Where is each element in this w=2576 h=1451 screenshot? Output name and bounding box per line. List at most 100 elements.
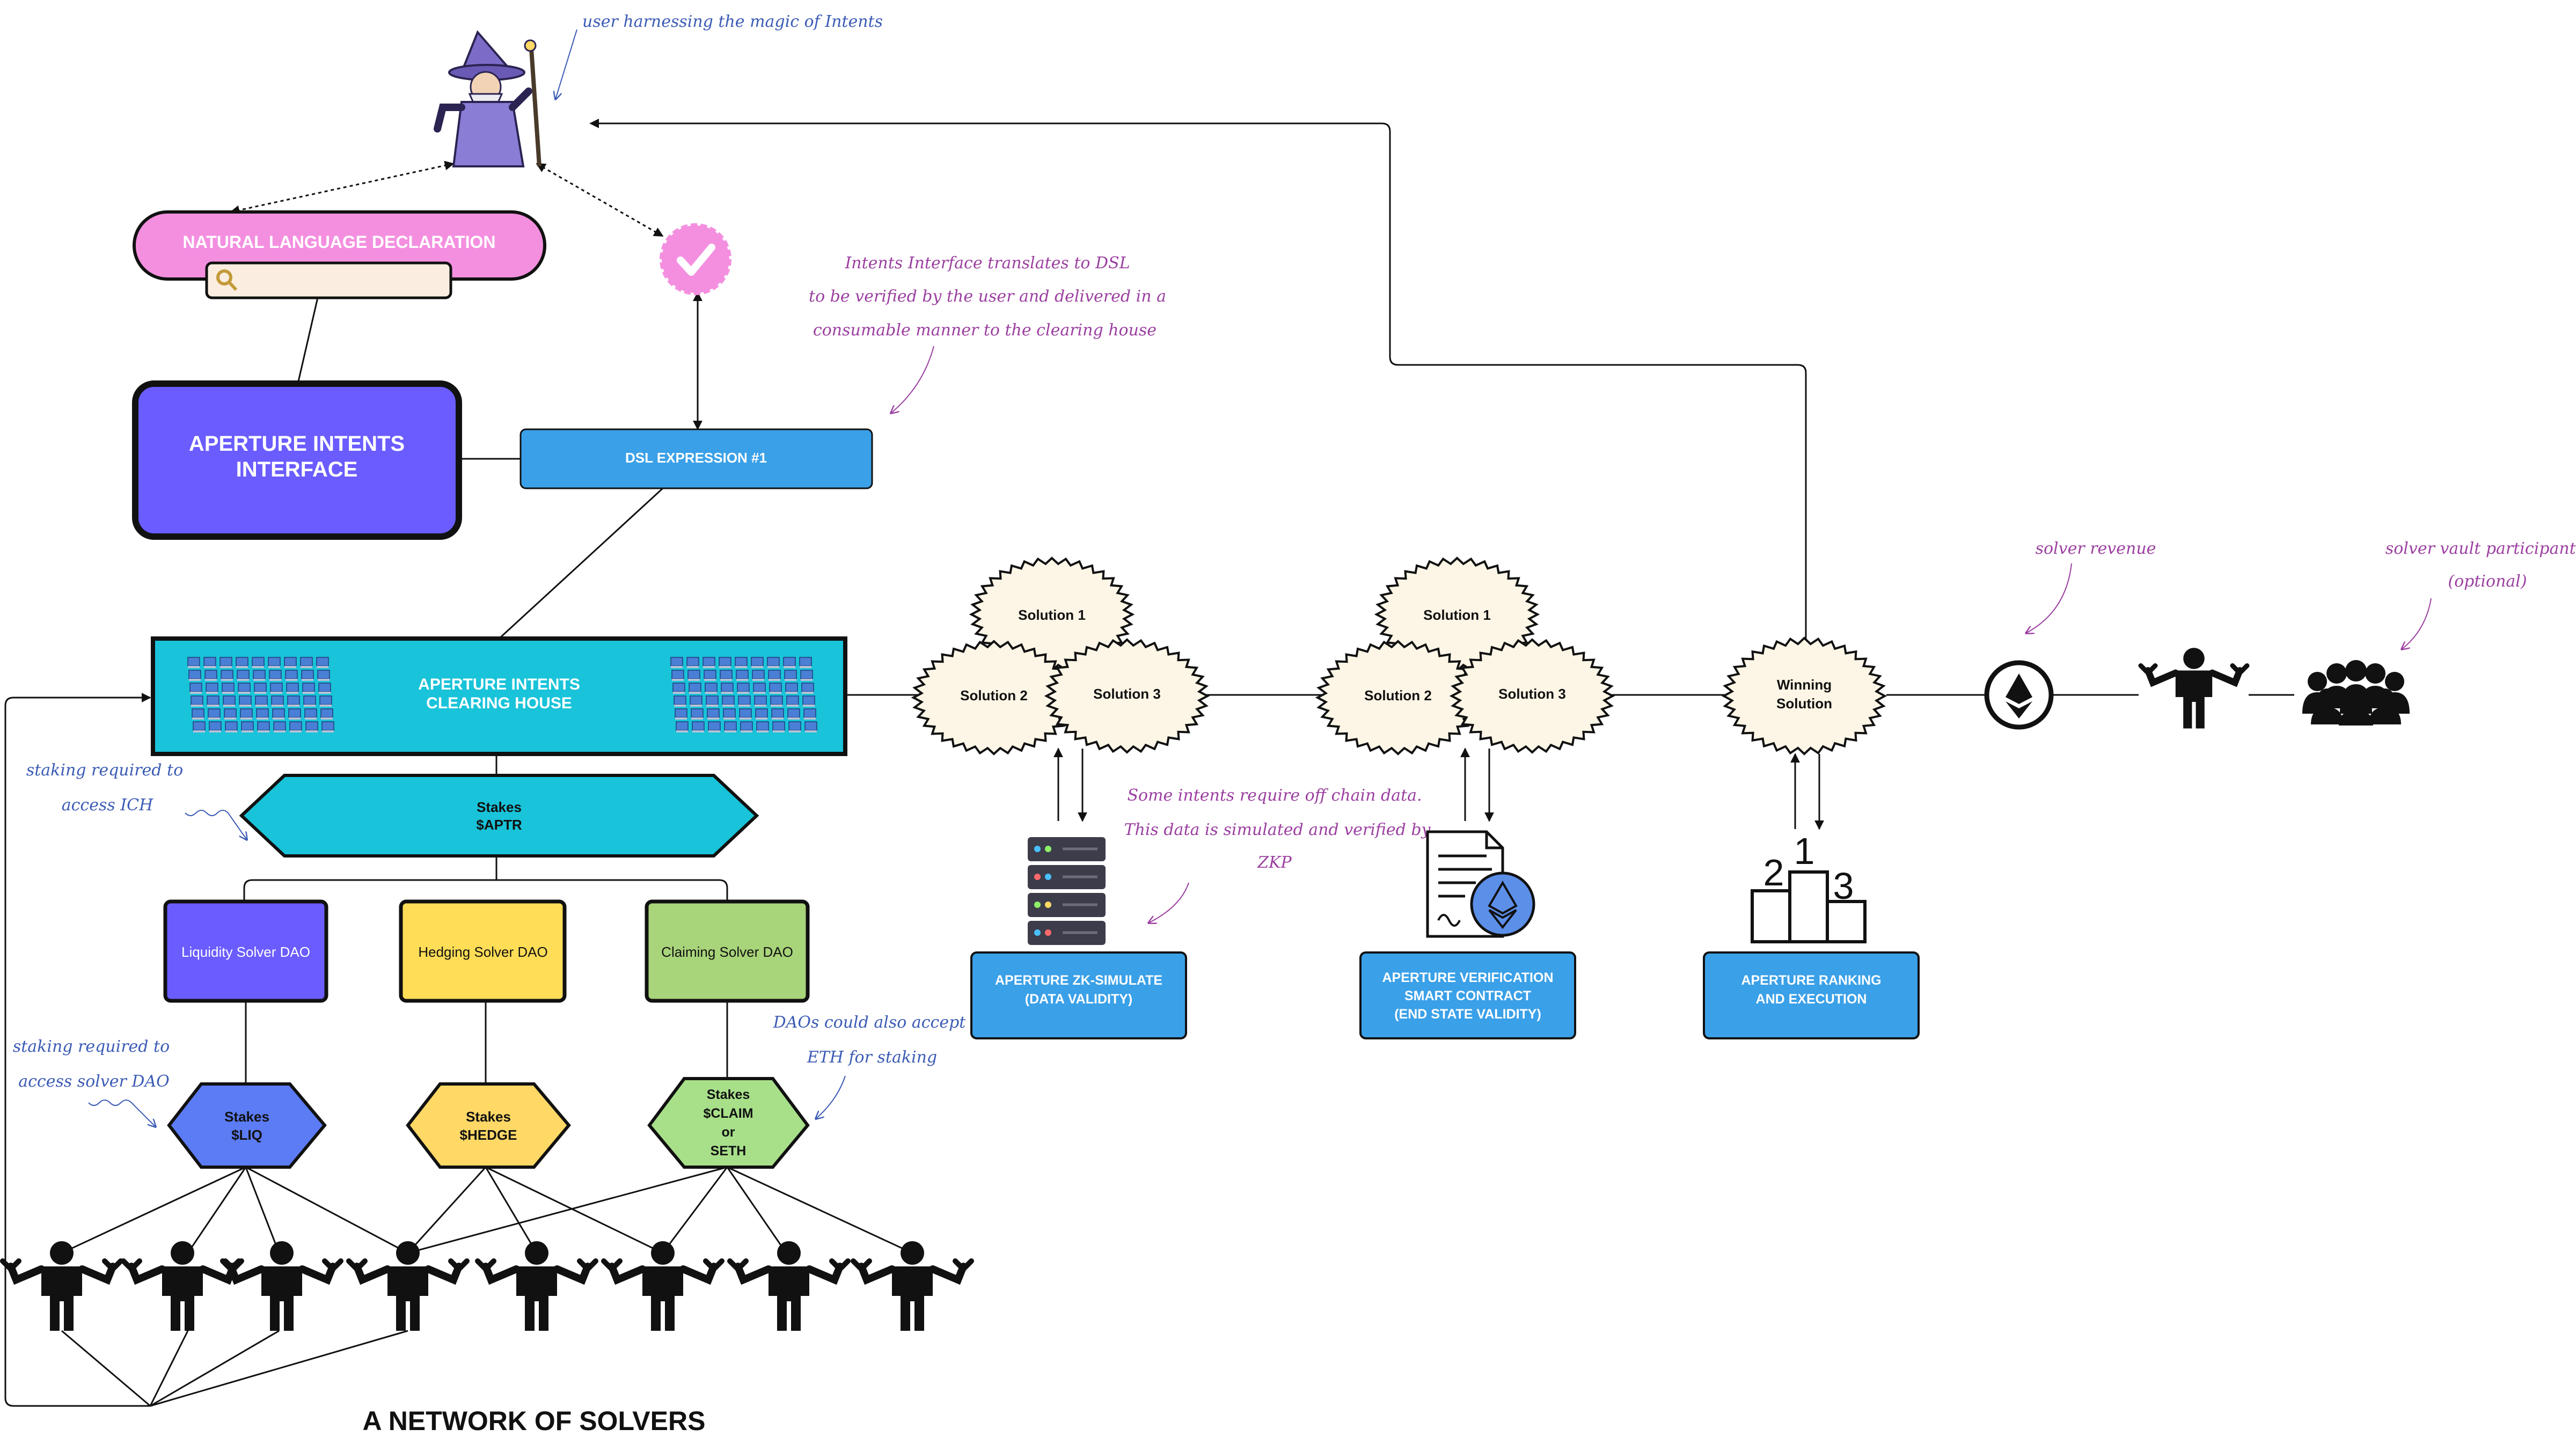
svg-text:3: 3 (1833, 865, 1854, 907)
solution-1-label: Solution 1 (1018, 607, 1086, 623)
svg-text:or: or (722, 1125, 735, 1140)
svg-text:APERTURE INTENTS: APERTURE INTENTS (418, 676, 580, 693)
svg-text:Stakes: Stakes (707, 1087, 750, 1102)
svg-text:ZKP: ZKP (1257, 853, 1292, 872)
svg-text:solver revenue: solver revenue (2036, 539, 2156, 558)
network-of-solvers-title: A NETWORK OF SOLVERS (363, 1406, 706, 1436)
ethereum-icon (1984, 660, 2054, 730)
svg-text:Winning: Winning (1777, 677, 1832, 693)
solver-person-icon (3, 1241, 121, 1331)
svg-text:(DATA VALIDITY): (DATA VALIDITY) (1025, 992, 1132, 1007)
dsl-note: Intents Interface translates to DSL to b… (809, 254, 1166, 413)
solver-person-icon (123, 1241, 241, 1331)
solver-person-icon (223, 1241, 341, 1331)
svg-text:Claiming Solver DAO: Claiming Solver DAO (661, 944, 793, 960)
svg-text:Stakes: Stakes (466, 1109, 511, 1125)
solution-2-label: Solution 2 (960, 687, 1028, 703)
server-rack-icon (1028, 837, 1106, 945)
svg-text:user harnessing the magic of I: user harnessing the magic of Intents (582, 12, 883, 31)
svg-text:access solver DAO: access solver DAO (18, 1072, 170, 1091)
solution-3-label: Solution 3 (1093, 686, 1161, 702)
claiming-solver-dao: Claiming Solver DAO (645, 899, 810, 1003)
svg-text:Some intents require off chain: Some intents require off chain data. (1127, 786, 1422, 805)
svg-text:Liquidity Solver DAO: Liquidity Solver DAO (181, 944, 310, 960)
svg-text:APERTURE VERIFICATION: APERTURE VERIFICATION (1382, 970, 1554, 985)
vault-participants-note: solver vault participants (optional) (2385, 539, 2576, 649)
solution-cluster-2: Solution 1 Solution 2 Solution 3 (1315, 556, 1615, 756)
svg-text:INTERFACE: INTERFACE (236, 458, 358, 481)
stakes-liq: Stakes $LIQ (167, 1082, 327, 1169)
svg-text:This data is simulated and ver: This data is simulated and verified by (1124, 820, 1431, 839)
dao-eth-note: DAOs could also accept ETH for staking (773, 1013, 967, 1119)
hedging-solver-dao: Hedging Solver DAO (399, 899, 567, 1003)
team-group-icon (2302, 660, 2410, 726)
staking-dao-note: staking required to access solver DAO (13, 1037, 170, 1127)
aperture-intents-interface: APERTURE INTENTS INTERFACE (132, 380, 462, 540)
svg-text:$LIQ: $LIQ (231, 1127, 262, 1143)
solution-2-label: Solution 2 (1364, 687, 1432, 703)
svg-text:Hedging Solver DAO: Hedging Solver DAO (418, 944, 547, 960)
svg-text:CLEARING HOUSE: CLEARING HOUSE (426, 694, 572, 712)
aperture-intents-clearing-house: APERTURE INTENTS CLEARING HOUSE (151, 636, 847, 756)
solver-person-icon (478, 1241, 596, 1331)
podium-ranking-icon: 2 1 3 (1751, 830, 1867, 943)
svg-text:to be verified by the user and: to be verified by the user and delivered… (809, 287, 1166, 306)
aperture-verification-smart-contract: APERTURE VERIFICATION SMART CONTRACT (EN… (1359, 951, 1576, 1039)
svg-text:NATURAL LANGUAGE DECLARATION: NATURAL LANGUAGE DECLARATION (182, 232, 495, 252)
svg-text:$CLAIM: $CLAIM (703, 1106, 753, 1121)
staking-ich-note: staking required to access ICH (26, 761, 247, 840)
solution-1-label: Solution 1 (1423, 607, 1491, 623)
svg-text:access ICH: access ICH (62, 796, 153, 815)
winning-solution: Winning Solution (1721, 636, 1887, 756)
svg-text:staking required to: staking required to (13, 1037, 170, 1056)
solver-person-icon (604, 1241, 722, 1331)
dsl-expression: DSL EXPRESSION #1 (519, 428, 873, 489)
svg-text:consumable manner to the clear: consumable manner to the clearing house (813, 321, 1157, 340)
search-icon (216, 269, 238, 291)
svg-text:(optional): (optional) (2448, 572, 2527, 591)
svg-text:1: 1 (1794, 830, 1815, 872)
svg-text:Stakes: Stakes (477, 799, 522, 815)
stakes-aptr: Stakes $APTR (239, 774, 759, 858)
solution-cluster-1: Solution 1 Solution 2 Solution 3 (911, 556, 1210, 756)
solver-person-icon (349, 1241, 467, 1331)
solver-revenue-note: solver revenue (2026, 539, 2156, 633)
server-farm-icon (187, 657, 334, 732)
solver-person-icon (730, 1241, 848, 1331)
svg-text:Solution: Solution (1776, 695, 1832, 712)
search-input[interactable] (205, 261, 452, 299)
svg-text:solver vault participants: solver vault participants (2385, 539, 2576, 558)
svg-text:APERTURE RANKING: APERTURE RANKING (1741, 973, 1881, 988)
svg-text:APERTURE INTENTS: APERTURE INTENTS (189, 432, 405, 456)
aperture-ranking-and-execution: APERTURE RANKING AND EXECUTION (1703, 951, 1920, 1039)
svg-text:DSL EXPRESSION #1: DSL EXPRESSION #1 (625, 450, 767, 466)
wizard-note: user harnessing the magic of Intents (555, 12, 883, 99)
stakes-hedge: Stakes $HEDGE (406, 1082, 571, 1169)
solver-network (3, 1241, 971, 1331)
smart-contract-icon (1426, 830, 1535, 938)
svg-text:Stakes: Stakes (224, 1109, 269, 1125)
svg-text:Intents Interface translates t: Intents Interface translates to DSL (844, 254, 1130, 273)
svg-text:2: 2 (1763, 852, 1784, 893)
solver-person-icon (2141, 648, 2247, 728)
svg-text:DAOs could also accept: DAOs could also accept (773, 1013, 967, 1032)
svg-text:staking required to: staking required to (26, 761, 183, 780)
svg-text:$HEDGE: $HEDGE (460, 1127, 517, 1143)
svg-text:SETH: SETH (711, 1144, 747, 1159)
check-badge-icon (660, 223, 731, 295)
server-farm-icon (670, 657, 817, 732)
svg-text:APERTURE ZK-SIMULATE: APERTURE ZK-SIMULATE (995, 973, 1162, 988)
solver-person-icon (853, 1241, 971, 1331)
svg-text:(END STATE VALIDITY): (END STATE VALIDITY) (1394, 1007, 1541, 1022)
wizard-icon (434, 30, 541, 167)
aperture-zk-simulate: APERTURE ZK-SIMULATE (DATA VALIDITY) (970, 951, 1187, 1039)
offchain-note: Some intents require off chain data. Thi… (1124, 786, 1431, 923)
solution-3-label: Solution 3 (1498, 686, 1566, 702)
stakes-claim: Stakes $CLAIM or SETH (647, 1077, 810, 1169)
connectors (4, 119, 2294, 1407)
svg-text:$APTR: $APTR (476, 817, 522, 833)
svg-text:ETH for staking: ETH for staking (807, 1048, 937, 1067)
svg-text:AND EXECUTION: AND EXECUTION (1756, 992, 1867, 1007)
svg-text:SMART CONTRACT: SMART CONTRACT (1404, 988, 1531, 1003)
